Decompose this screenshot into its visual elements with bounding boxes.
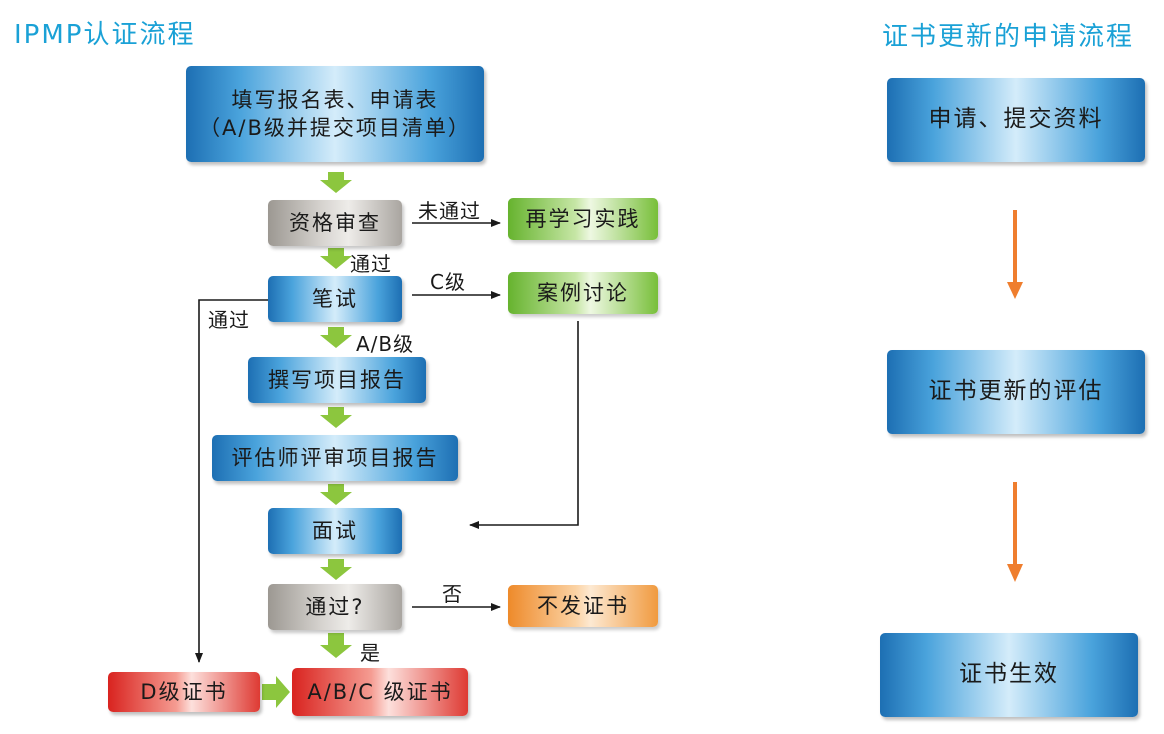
renewal-assessment-box: 证书更新的评估 (887, 350, 1145, 434)
label-yes: 是 (360, 641, 381, 665)
orange-down-arrows (1007, 210, 1023, 582)
fill-application-form-box: 填写报名表、申请表 （A/B级并提交项目清单） (186, 66, 484, 162)
label-passed-left: 通过 (208, 308, 250, 332)
apply-submit-box: 申请、提交资料 (887, 78, 1145, 162)
label-not-passed: 未通过 (418, 199, 481, 223)
right-title: 证书更新的申请流程 (882, 22, 1135, 52)
abc-level-certificate-box: A/B/C 级证书 (292, 668, 468, 716)
case-discussion-box: 案例讨论 (508, 272, 658, 314)
assessor-review-report-box: 评估师评审项目报告 (212, 435, 458, 481)
d-level-certificate-box: D级证书 (108, 672, 260, 712)
qualification-review-box: 资格审查 (268, 200, 402, 246)
certificate-effective-box: 证书生效 (880, 633, 1138, 717)
write-project-report-box: 撰写项目报告 (248, 357, 426, 403)
no-certificate-box: 不发证书 (508, 585, 658, 627)
fill-form-line1: 填写报名表、申请表 (231, 87, 439, 112)
green-down-arrows (320, 172, 352, 658)
green-right-arrow (262, 676, 290, 708)
label-no: 否 (442, 582, 463, 606)
relearn-practice-box: 再学习实践 (508, 198, 658, 240)
label-c-level: C级 (430, 270, 466, 294)
written-exam-box: 笔试 (268, 276, 402, 322)
label-ab-level: A/B级 (356, 332, 415, 356)
interview-box: 面试 (268, 508, 402, 554)
fill-form-line2: （A/B级并提交项目清单） (199, 116, 471, 140)
left-title: IPMP认证流程 (14, 20, 196, 50)
label-passed-down: 通过 (350, 252, 392, 276)
passed-question-box: 通过? (268, 584, 402, 630)
